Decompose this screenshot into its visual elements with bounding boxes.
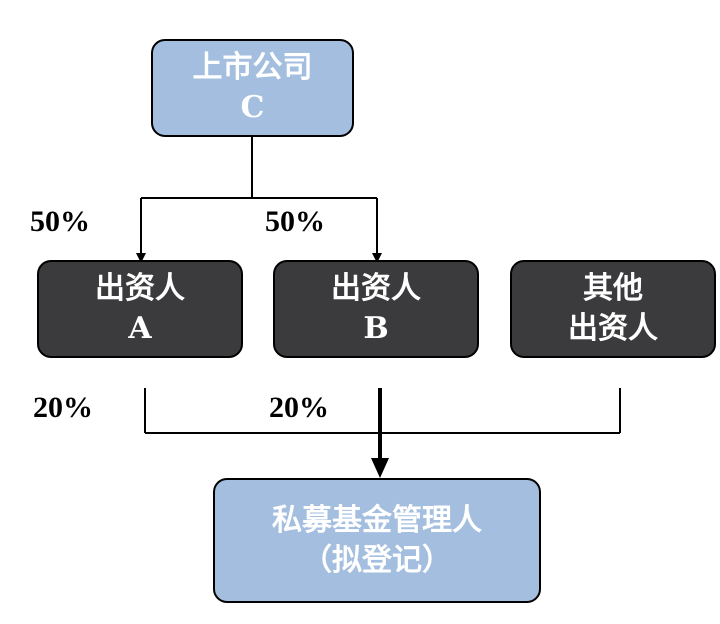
node-private-fund-manager-status: （拟登记） [302, 542, 452, 578]
edge-label-c-to-a: 50% [30, 205, 90, 238]
edge-label-b-to-manager: 20% [269, 391, 329, 424]
node-private-fund-manager-label: 私募基金管理人 [272, 502, 482, 538]
node-investor-b-code: B [363, 311, 389, 346]
arrow-head-manager [371, 458, 389, 478]
node-other-investors-line2: 出资人 [568, 311, 658, 346]
node-investor-a: 出资人 A [37, 260, 243, 358]
edge-label-a-to-manager: 20% [33, 391, 93, 424]
node-listed-company-code: C [240, 90, 265, 125]
node-listed-company: 上市公司 C [151, 39, 354, 137]
node-private-fund-manager: 私募基金管理人 （拟登记） [213, 478, 541, 603]
node-investor-a-code: A [128, 311, 152, 346]
node-other-investors: 其他 出资人 [510, 260, 716, 358]
node-investor-b: 出资人 B [273, 260, 479, 358]
node-other-investors-line1: 其他 [583, 271, 643, 306]
node-investor-b-label: 出资人 [331, 271, 421, 306]
node-investor-a-label: 出资人 [95, 271, 185, 306]
node-listed-company-label: 上市公司 [192, 50, 313, 85]
edge-label-c-to-b: 50% [265, 205, 325, 238]
